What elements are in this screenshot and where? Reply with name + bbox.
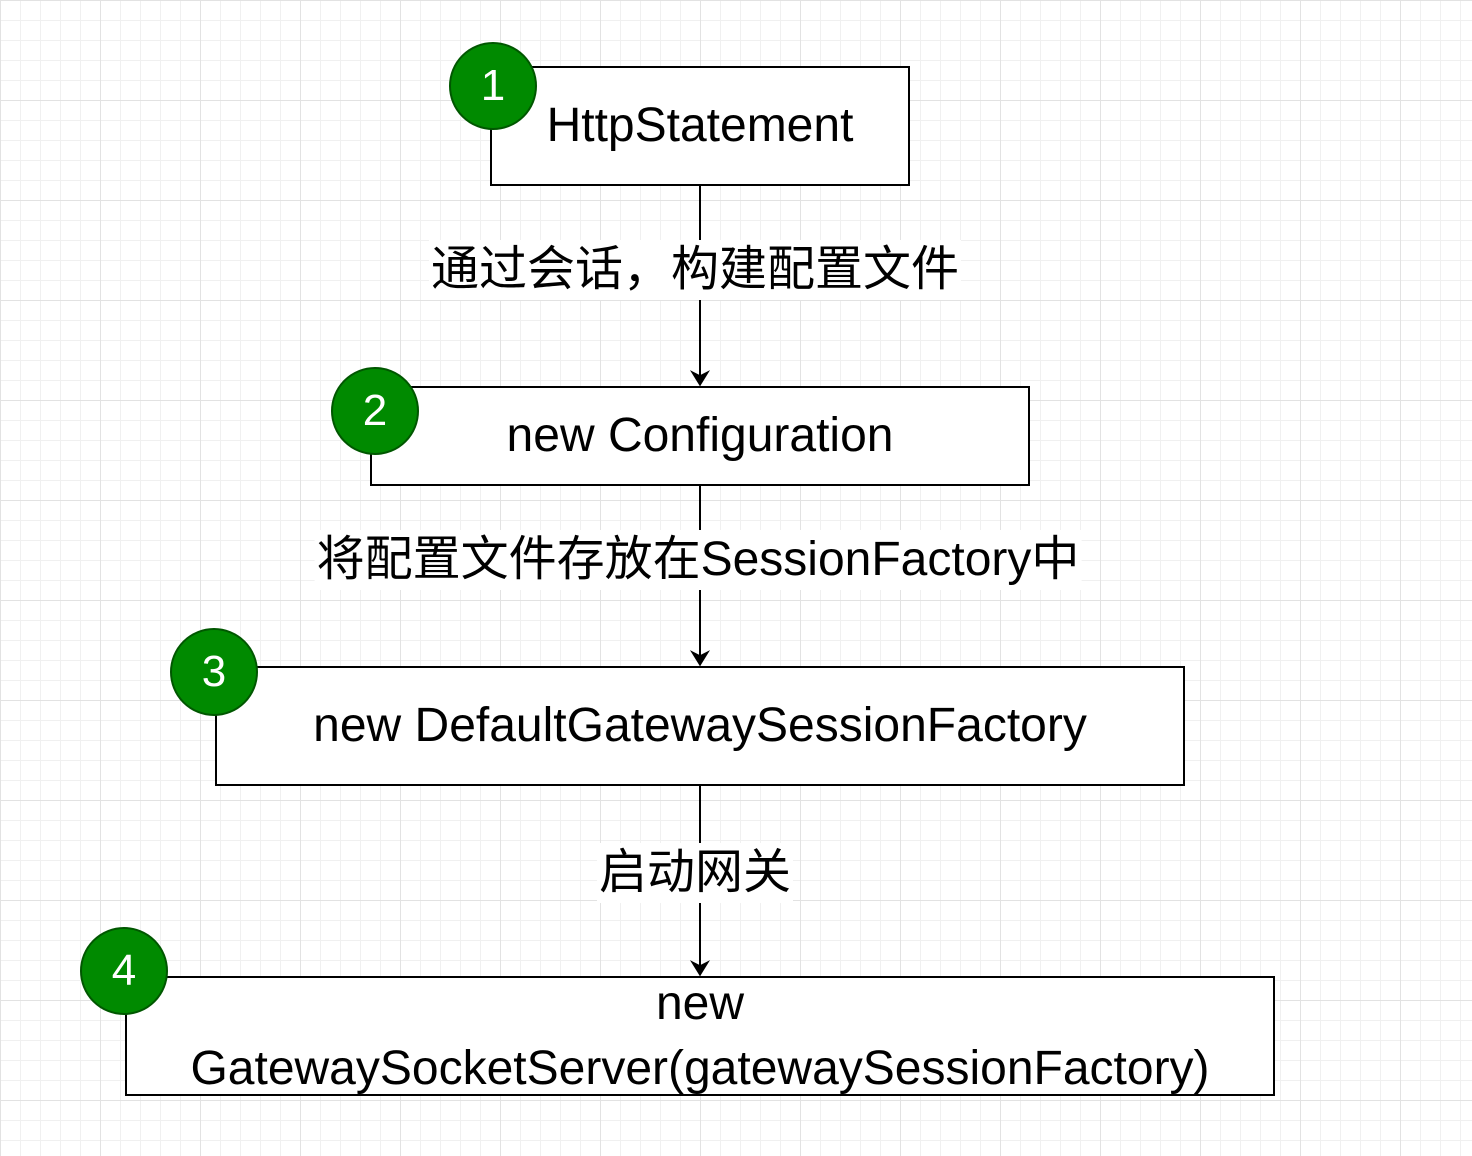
edge-label-2: 将配置文件存放在SessionFactory中 [314, 530, 1082, 590]
step-box-default-gateway-session-factory: new DefaultGatewaySessionFactory [215, 666, 1185, 786]
edge-label-3: 启动网关 [596, 843, 794, 903]
step-box-http-statement: HttpStatement [490, 66, 910, 186]
step-box-gateway-socket-server: new GatewaySocketServer(gatewaySessionFa… [125, 976, 1275, 1096]
step-label-line-1: new [655, 977, 745, 1030]
step-label: new Configuration [506, 409, 894, 462]
step-label: new DefaultGatewaySessionFactory [313, 699, 1087, 752]
arrowhead-icon [689, 650, 711, 667]
step-box-new-configuration: new Configuration [370, 386, 1030, 486]
step-label: HttpStatement [546, 99, 854, 152]
edge-label-1: 通过会话，构建配置文件 [428, 240, 962, 300]
step-number-badge-4: 4 [80, 927, 168, 1015]
step-number-badge-2: 2 [331, 367, 419, 455]
arrowhead-icon [689, 960, 711, 977]
step-number-badge-3: 3 [170, 628, 258, 716]
arrowhead-icon [689, 370, 711, 387]
step-label-line-2: GatewaySocketServer(gatewaySessionFactor… [190, 1042, 1210, 1095]
step-number-badge-1: 1 [449, 42, 537, 130]
